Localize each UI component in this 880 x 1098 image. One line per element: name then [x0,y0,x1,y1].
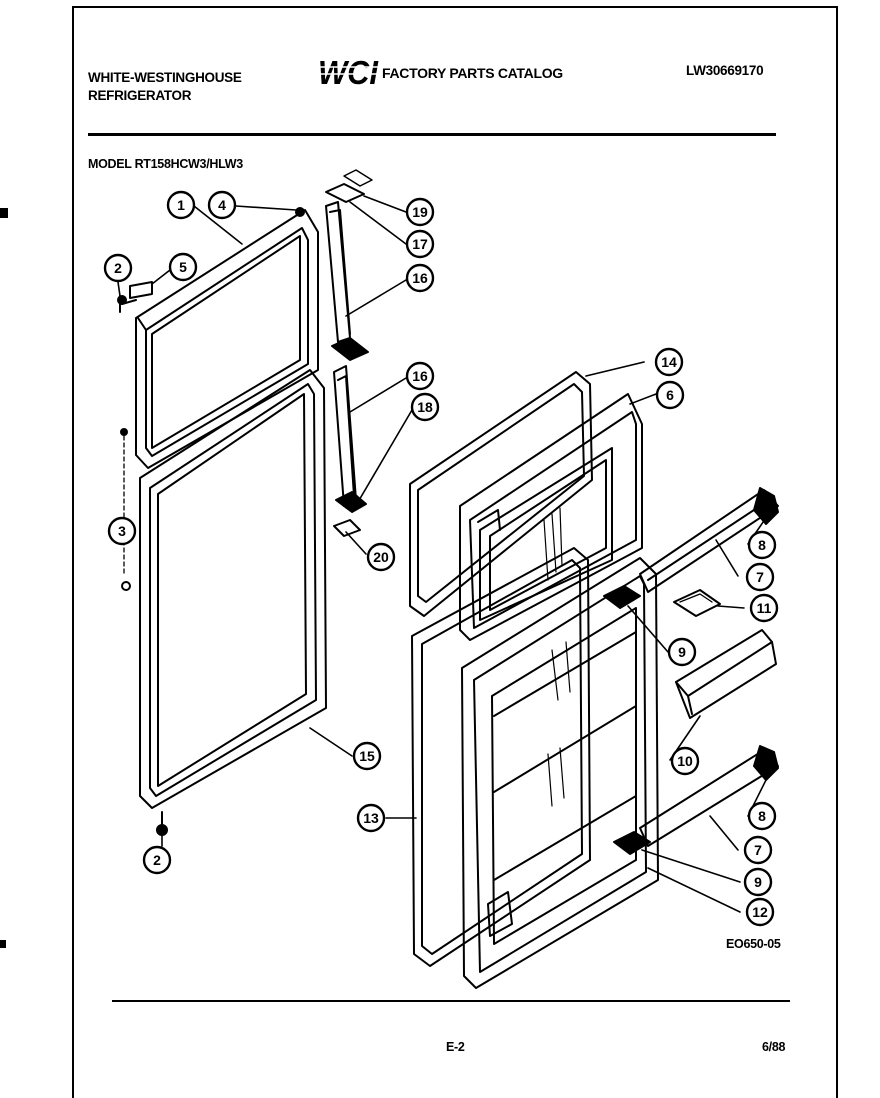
callout-19-label: 19 [412,204,428,220]
callout-7-upper-label: 7 [756,569,764,585]
callout-2-lower: 2 [142,845,172,875]
callout-1: 1 [166,190,196,220]
callout-12: 12 [745,897,775,927]
callout-19: 19 [405,197,435,227]
callout-20-label: 20 [373,549,389,565]
callout-16-lower-label: 16 [412,368,428,384]
callout-16-upper: 16 [405,263,435,293]
page-date: 6/88 [762,1040,786,1054]
callout-18-label: 18 [417,399,433,415]
callout-8-lower: 8 [747,801,777,831]
wci-logo: WCI [318,54,379,88]
frame-left-border [72,6,74,1098]
fresh-food-door-liner [461,557,659,989]
callout-6-label: 6 [666,387,674,403]
callout-15: 15 [352,741,382,771]
wci-logo-text: WCI [318,54,379,88]
callout-17-label: 17 [412,236,428,252]
callout-16-upper-label: 16 [412,270,428,286]
callout-13-label: 13 [363,810,379,826]
callout-5-label: 5 [179,259,187,275]
freezer-door-liner [459,393,643,641]
callout-2-lower-label: 2 [153,852,161,868]
frame-top-border [72,6,838,8]
callout-9-upper-label: 9 [678,644,686,660]
callout-12-label: 12 [752,904,768,920]
callout-17: 17 [405,229,435,259]
model-label: MODEL RT158HCW3/HLW3 [88,157,243,171]
fresh-food-door-gasket [139,369,327,809]
callout-5: 5 [168,252,198,282]
callout-10-label: 10 [677,753,693,769]
callout-7-lower: 7 [743,835,773,865]
catalog-title: FACTORY PARTS CATALOG [382,65,563,81]
upper-shelf-rail [639,487,779,593]
callout-14: 14 [654,347,684,377]
callout-11: 11 [749,593,779,623]
callout-16-lower: 16 [405,361,435,391]
callout-15-label: 15 [359,748,375,764]
callout-6: 6 [655,380,685,410]
door-rack-bar [675,629,777,719]
callout-2-upper-label: 2 [114,260,122,276]
edge-mark [0,940,6,948]
diagram-linework [117,169,779,989]
edge-mark [0,208,8,218]
callout-14-label: 14 [661,354,677,370]
callout-3-label: 3 [118,523,126,539]
header-rule [88,133,776,136]
document-number: LW30669170 [686,63,764,78]
product-type: REFRIGERATOR [88,88,192,103]
brand-name: WHITE-WESTINGHOUSE [88,70,242,85]
handle-assemblies [325,169,373,537]
callout-20: 20 [366,542,396,572]
lower-shelf-rail [639,745,779,847]
callout-8-upper-label: 8 [758,537,766,553]
callout-9-upper: 9 [667,637,697,667]
callout-9-lower-label: 9 [754,874,762,890]
callout-10: 10 [670,746,700,776]
callout-2-upper: 2 [103,253,133,283]
callout-8-upper: 8 [747,530,777,560]
hinge-hardware [117,207,305,836]
callout-4: 4 [207,190,237,220]
callout-9-lower: 9 [743,867,773,897]
fresh-food-inner-gasket [411,547,591,967]
callout-13: 13 [356,803,386,833]
diagram-code: EO650-05 [726,937,781,951]
page-number: E-2 [446,1040,465,1054]
callout-8-lower-label: 8 [758,808,766,824]
leader-lines [117,195,771,913]
frame-right-border [836,6,838,1098]
freezer-door-gasket [135,209,319,469]
callout-18: 18 [410,392,440,422]
freezer-inner-gasket [409,371,593,617]
callout-3: 3 [107,516,137,546]
callout-7-lower-label: 7 [754,842,762,858]
footer-rule [112,1000,790,1002]
callout-1-label: 1 [177,197,185,213]
callout-11-label: 11 [757,600,772,616]
callout-4-label: 4 [218,197,226,213]
callout-7-upper: 7 [745,562,775,592]
